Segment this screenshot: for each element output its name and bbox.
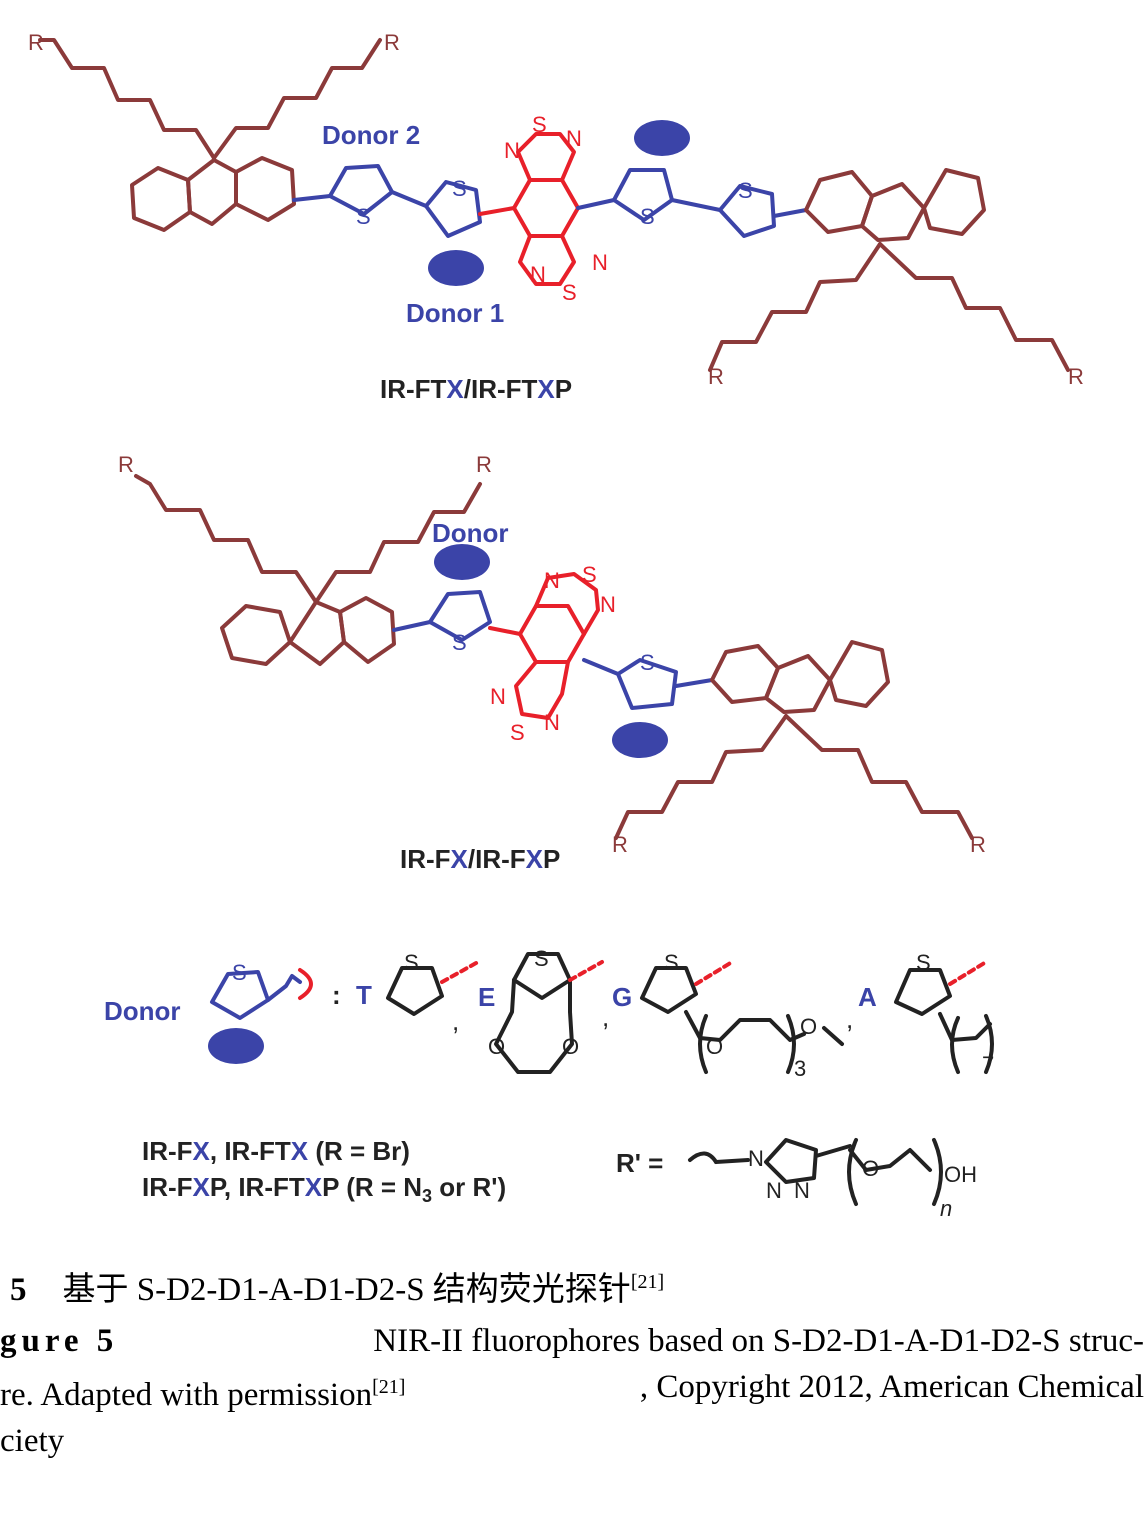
oh-label: OH bbox=[944, 1162, 977, 1187]
o-label: O bbox=[562, 1034, 579, 1059]
legend-colon: : bbox=[332, 980, 341, 1010]
caption-english: gure 5 NIR-II fluorophores based on S-D2… bbox=[0, 1318, 1144, 1464]
s-label: S bbox=[232, 960, 247, 985]
caption-en-line4: ciety bbox=[0, 1423, 65, 1459]
s-label: S bbox=[738, 178, 753, 203]
n-label: N bbox=[600, 592, 616, 617]
n-label: N bbox=[566, 126, 582, 151]
n-label: N bbox=[766, 1178, 782, 1203]
donor2-label: Donor 2 bbox=[322, 120, 420, 150]
legend-subscripts: 3 7 n OH bbox=[794, 1052, 994, 1221]
s-label: S bbox=[452, 630, 467, 655]
r-label: R bbox=[118, 452, 134, 477]
caption-en-label: gure 5 bbox=[0, 1323, 119, 1359]
r-label: R bbox=[612, 832, 628, 857]
o-label: O bbox=[706, 1034, 723, 1059]
legend-letters: : T E G A , , , bbox=[332, 980, 877, 1036]
n-label: N bbox=[544, 568, 560, 593]
s-label: S bbox=[640, 650, 655, 675]
s-label: S bbox=[582, 562, 597, 587]
rprime-label: R' = bbox=[616, 1148, 663, 1178]
caption-en-line2: re. Adapted with permission bbox=[0, 1377, 373, 1413]
svg-text:,: , bbox=[452, 1006, 459, 1036]
n-label: N bbox=[592, 250, 608, 275]
molecule-2-structure bbox=[134, 474, 974, 840]
r-label: R bbox=[28, 30, 44, 55]
s-atom-labels-donor: S S S S S S S bbox=[232, 176, 753, 985]
n-label: N bbox=[490, 684, 506, 709]
n-subscript: n bbox=[940, 1196, 952, 1221]
r-atom-labels: R R R R R R R R bbox=[28, 30, 1084, 857]
s-label: S bbox=[452, 176, 467, 201]
n-label: N bbox=[504, 138, 520, 163]
legend-line-1: IR-FX, IR-FTX (R = Br) bbox=[142, 1136, 410, 1166]
caption-en-line1: NIR-II fluorophores based on S-D2-D1-A-D… bbox=[373, 1323, 1144, 1359]
caption-cn-text: 基于 S-D2-D1-A-D1-D2-S 结构荧光探针 bbox=[62, 1272, 631, 1308]
caption-number: 5 bbox=[10, 1272, 27, 1308]
donor1-label: Donor 1 bbox=[406, 298, 504, 328]
r-label: R bbox=[384, 30, 400, 55]
legend-line-2: IR-FXP, IR-FTXP (R = N3 or R') bbox=[142, 1172, 506, 1206]
r-label: R bbox=[1068, 364, 1084, 389]
legend-atom-labels: S S O O S O O S N N N O bbox=[404, 946, 931, 1203]
svg-text:,: , bbox=[846, 1004, 853, 1034]
o-label: O bbox=[862, 1156, 879, 1181]
donor-e-letter: E bbox=[478, 982, 495, 1012]
n-label: N bbox=[544, 710, 560, 735]
s-label: S bbox=[404, 950, 419, 975]
a-subscript: 7 bbox=[982, 1052, 994, 1077]
n-label: N bbox=[530, 262, 546, 287]
legend-donor-label: Donor bbox=[104, 996, 181, 1026]
s-label: S bbox=[562, 280, 577, 305]
g-subscript: 3 bbox=[794, 1056, 806, 1081]
molecule-1-structure bbox=[38, 38, 1070, 372]
caption-cn-ref: [21] bbox=[630, 1271, 665, 1293]
donor-a-letter: A bbox=[858, 982, 877, 1012]
donor-label: Donor bbox=[432, 518, 509, 548]
legend-structures bbox=[208, 952, 994, 1206]
s-label: S bbox=[640, 204, 655, 229]
svg-text:,: , bbox=[602, 1002, 609, 1032]
caption-chinese: 5 基于 S-D2-D1-A-D1-D2-S 结构荧光探针[21] bbox=[10, 1262, 1144, 1310]
donor-labels: Donor 2 Donor 1 Donor Donor bbox=[104, 120, 509, 1026]
n-label: N bbox=[748, 1146, 764, 1171]
caption-en-line3: , Copyright 2012, American Chemical bbox=[639, 1369, 1144, 1405]
r-label: R bbox=[970, 832, 986, 857]
n-label: N bbox=[794, 1178, 810, 1203]
molecule-1-name: IR-FTX/IR-FTXP bbox=[380, 374, 572, 404]
s-label: S bbox=[916, 950, 931, 975]
molecule-2-name: IR-FX/IR-FXP bbox=[400, 844, 560, 874]
s-label: S bbox=[534, 946, 549, 971]
s-label: S bbox=[510, 720, 525, 745]
o-label: O bbox=[488, 1034, 505, 1059]
s-label: S bbox=[532, 112, 547, 137]
s-label: S bbox=[356, 204, 371, 229]
donor-g-letter: G bbox=[612, 982, 632, 1012]
s-label: S bbox=[664, 950, 679, 975]
r-label: R bbox=[708, 364, 724, 389]
acceptor-atom-labels: S N N N N S N S N N S N bbox=[490, 112, 616, 745]
r-label: R bbox=[476, 452, 492, 477]
o-label: O bbox=[800, 1014, 817, 1039]
caption-en-ref: [21] bbox=[372, 1376, 406, 1398]
chemical-scheme: R R R R R R R R S S S S S S S S N N N N … bbox=[28, 30, 1084, 1221]
donor-t-letter: T bbox=[356, 980, 372, 1010]
